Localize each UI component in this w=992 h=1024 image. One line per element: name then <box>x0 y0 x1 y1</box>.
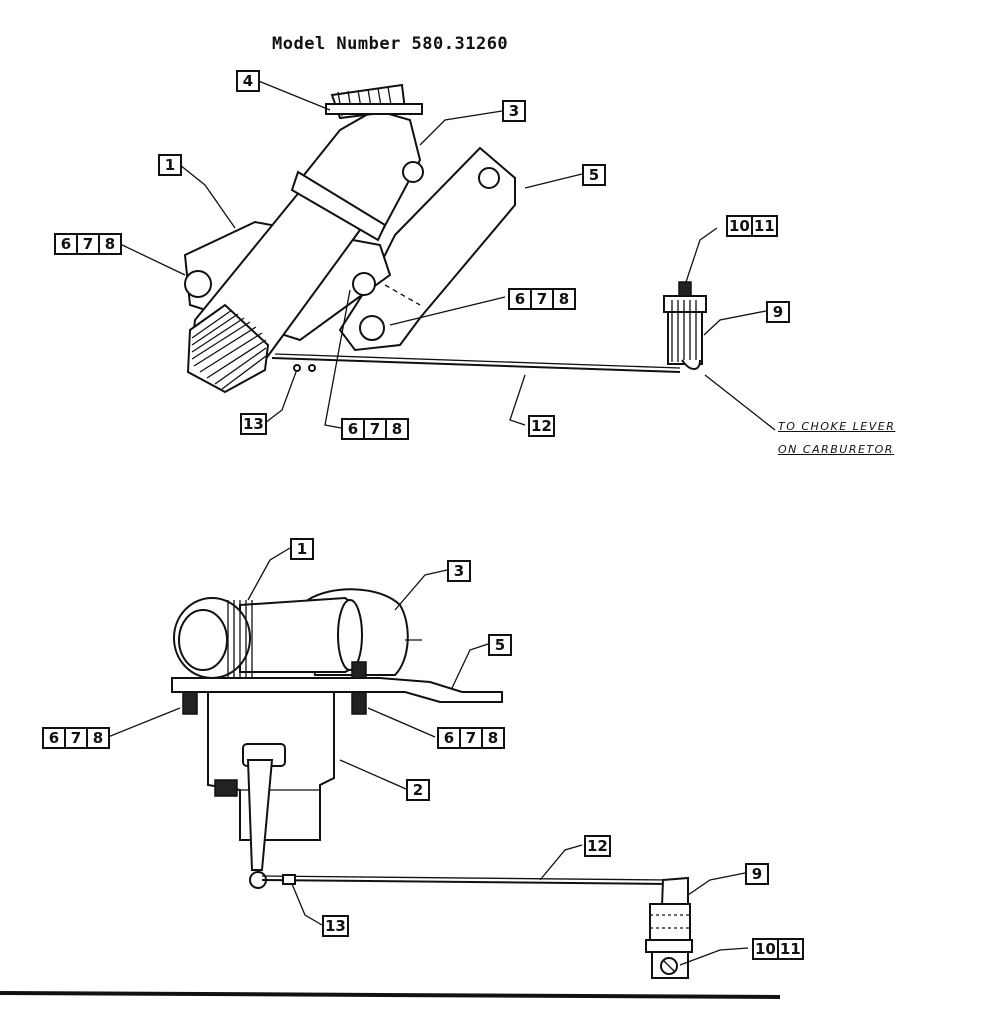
choke-lever-note-line1: TO CHOKE LEVER <box>778 420 896 433</box>
rod-part-12-side <box>261 879 669 885</box>
callout-number: 10 <box>726 215 753 237</box>
callout-number: 9 <box>766 301 790 323</box>
callout-number: 11 <box>776 938 804 960</box>
top-callout-6-7-8-right: 6 7 8 <box>508 288 576 310</box>
callout-number: 10 <box>752 938 779 960</box>
lever <box>242 743 286 889</box>
callout-number: 12 <box>584 835 611 857</box>
top-callout-1: 1 <box>158 154 182 176</box>
top-callout-10-11: 10 11 <box>726 215 778 237</box>
callout-number: 12 <box>528 415 555 437</box>
diagram-title: Model Number 580.31260 <box>272 34 509 54</box>
choke-part-9 <box>663 281 707 370</box>
bottom-callout-10-11: 10 11 <box>752 938 804 960</box>
bottom-callout-13: 13 <box>322 915 349 937</box>
top-callout-13: 13 <box>240 413 267 435</box>
callout-number: 3 <box>502 100 526 122</box>
top-callout-9: 9 <box>766 301 790 323</box>
bottom-callout-2: 2 <box>406 779 430 801</box>
bottom-callout-9: 9 <box>745 863 769 885</box>
callout-number: 6 <box>341 418 365 440</box>
top-callout-6-7-8-bottom: 6 7 8 <box>341 418 409 440</box>
bracket-part-5 <box>338 146 516 352</box>
callout-number: 9 <box>745 863 769 885</box>
callout-number: 1 <box>290 538 314 560</box>
threaded-end <box>186 303 270 394</box>
callout-number: 4 <box>236 70 260 92</box>
callout-number: 1 <box>158 154 182 176</box>
callout-number: 7 <box>76 233 100 255</box>
top-callout-5: 5 <box>582 164 606 186</box>
callout-number: 8 <box>385 418 409 440</box>
bottom-rule <box>0 991 781 999</box>
callout-number: 8 <box>481 727 505 749</box>
callout-number: 5 <box>488 634 512 656</box>
callout-number: 2 <box>406 779 430 801</box>
callout-number: 5 <box>582 164 606 186</box>
callout-number: 6 <box>42 727 66 749</box>
top-callout-4: 4 <box>236 70 260 92</box>
bottom-callout-6-7-8-left: 6 7 8 <box>42 727 110 749</box>
callout-number: 7 <box>363 418 387 440</box>
callout-number: 11 <box>750 215 778 237</box>
choke-part-9-side <box>645 876 693 979</box>
callout-number: 8 <box>98 233 122 255</box>
callout-number: 7 <box>64 727 88 749</box>
choke-lever-note-line2: ON CARBURETOR <box>778 443 894 456</box>
cap-part-4 <box>325 83 423 120</box>
callout-number: 6 <box>508 288 532 310</box>
callout-number: 13 <box>322 915 349 937</box>
callout-number: 8 <box>86 727 110 749</box>
callout-number: 7 <box>459 727 483 749</box>
top-callout-12: 12 <box>528 415 555 437</box>
callout-number: 6 <box>437 727 461 749</box>
callout-number: 13 <box>240 413 267 435</box>
bottom-callout-3: 3 <box>447 560 471 582</box>
callout-number: 6 <box>54 233 78 255</box>
bottom-callout-1: 1 <box>290 538 314 560</box>
tube-part-1-side <box>173 596 363 679</box>
callout-number: 3 <box>447 560 471 582</box>
bottom-callout-5: 5 <box>488 634 512 656</box>
bottom-callout-6-7-8-right: 6 7 8 <box>437 727 505 749</box>
bottom-callout-12: 12 <box>584 835 611 857</box>
callout-number: 7 <box>530 288 554 310</box>
top-callout-6-7-8-left: 6 7 8 <box>54 233 122 255</box>
callout-number: 8 <box>552 288 576 310</box>
bottom-view-drawing <box>107 547 749 979</box>
rod-part-12 <box>271 357 681 373</box>
top-view-drawing <box>117 79 776 431</box>
top-callout-3: 3 <box>502 100 526 122</box>
